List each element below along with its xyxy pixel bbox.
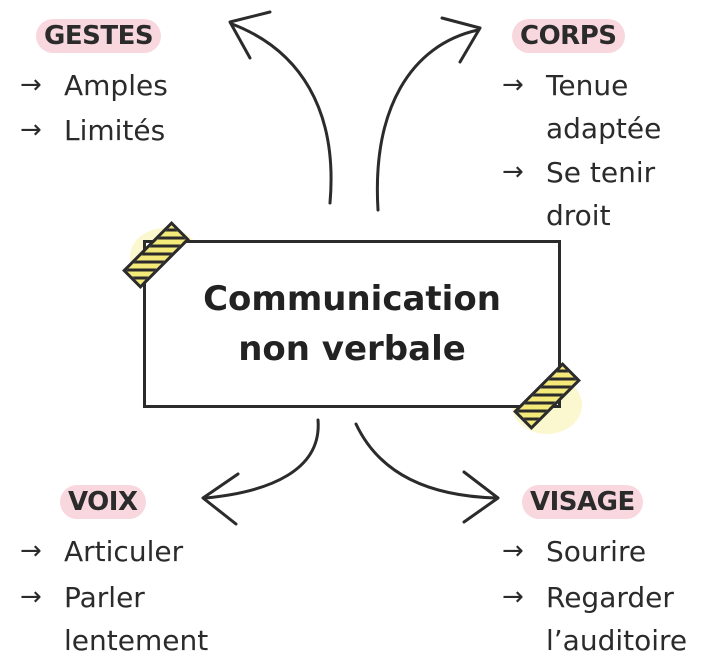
right-arrow-icon: → bbox=[20, 70, 42, 100]
right-arrow-icon: → bbox=[20, 536, 42, 566]
list-item: → Amples bbox=[20, 64, 168, 107]
right-arrow-icon: → bbox=[20, 582, 42, 612]
list-item-text: Articuler bbox=[64, 535, 184, 568]
right-arrow-icon: → bbox=[502, 70, 524, 100]
list-item-text: Tenue adaptée bbox=[546, 69, 662, 145]
list-item: → Sourire bbox=[502, 530, 646, 573]
list-item-text: Parler lentement bbox=[64, 581, 209, 657]
arrowhead-gestes bbox=[228, 10, 272, 60]
heading-gestes: GESTES bbox=[36, 19, 162, 53]
right-arrow-icon: → bbox=[502, 582, 524, 612]
central-concept-title: Communication non verbale bbox=[143, 240, 561, 408]
list-item: → Regarder l’auditoire bbox=[502, 576, 687, 662]
arrowhead-visage bbox=[462, 470, 500, 524]
heading-visage: VISAGE bbox=[522, 485, 643, 519]
arrow-to-visage bbox=[354, 422, 498, 500]
list-item-text: Limités bbox=[64, 114, 166, 147]
central-title-line-1: Communication bbox=[203, 279, 501, 319]
list-item: → Limités bbox=[20, 109, 165, 152]
heading-voix: VOIX bbox=[60, 485, 146, 519]
list-item: → Parler lentement bbox=[20, 576, 208, 662]
list-item-text: Amples bbox=[64, 69, 168, 102]
list-item-text: Regarder l’auditoire bbox=[546, 581, 688, 657]
central-concept-box bbox=[143, 240, 561, 408]
heading-corps: CORPS bbox=[512, 19, 625, 53]
list-item: → Articuler bbox=[20, 530, 183, 573]
right-arrow-icon: → bbox=[502, 536, 524, 566]
arrowhead-voix bbox=[201, 472, 240, 526]
arrow-to-voix bbox=[203, 418, 320, 500]
list-item: → Se tenir droit bbox=[502, 151, 655, 237]
list-item-text: Se tenir droit bbox=[546, 156, 656, 232]
right-arrow-icon: → bbox=[20, 115, 42, 145]
central-title-line-2: non verbale bbox=[238, 329, 466, 369]
arrow-to-corps bbox=[375, 28, 480, 212]
arrowhead-corps bbox=[440, 16, 482, 64]
arrow-to-gestes bbox=[230, 22, 333, 205]
list-item-text: Sourire bbox=[546, 535, 647, 568]
list-item: → Tenue adaptée bbox=[502, 64, 661, 150]
right-arrow-icon: → bbox=[502, 157, 524, 187]
